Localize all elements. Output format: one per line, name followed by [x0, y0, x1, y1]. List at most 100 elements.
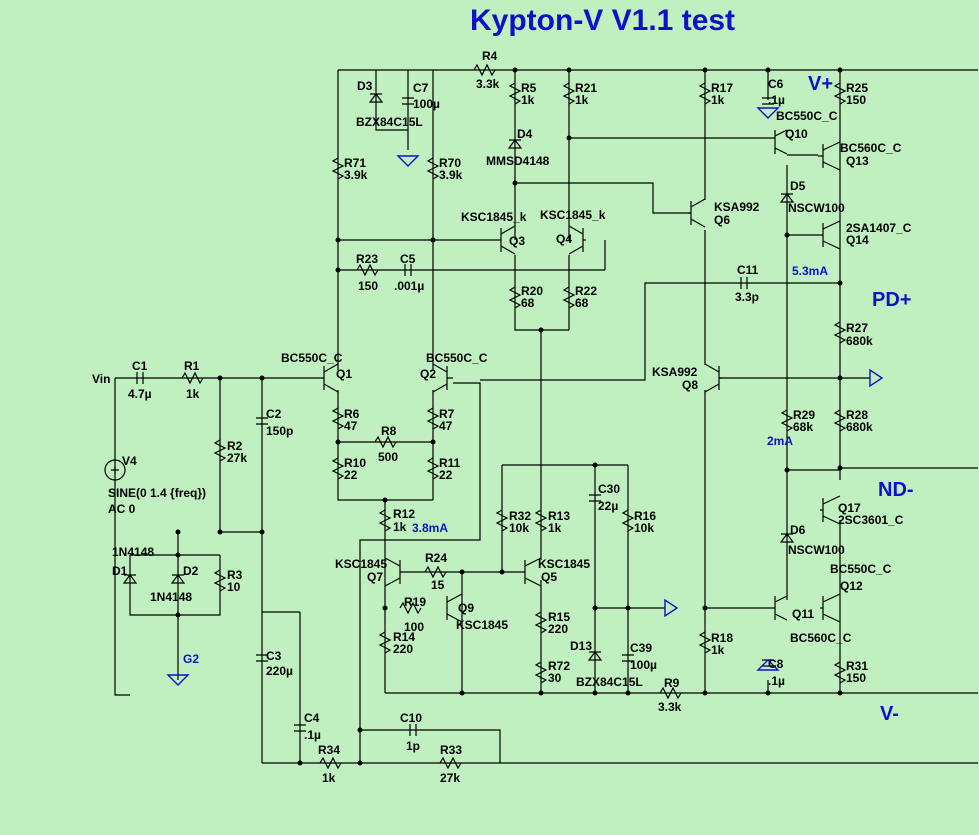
c8-name: C8: [768, 657, 784, 671]
r70-value: 3.9k: [439, 168, 463, 182]
d4-value: MMSD4148: [486, 154, 550, 168]
c6-value: .1µ: [768, 93, 785, 107]
c30-value: 22µ: [598, 499, 618, 513]
capacitor-symbols: [136, 97, 774, 736]
q8-name: Q8: [682, 378, 698, 392]
r29-name: R29: [793, 408, 815, 422]
r23-name: R23: [356, 252, 378, 266]
r25-value: 150: [846, 93, 866, 107]
r19-value: 100: [404, 620, 424, 634]
r33-name: R33: [440, 743, 462, 757]
r10-name: R10: [344, 456, 366, 470]
r23-value: 150: [358, 279, 378, 293]
r24-name: R24: [425, 551, 447, 565]
r12-value: 1k: [393, 520, 407, 534]
q6-model: KSA992: [714, 200, 760, 214]
d13-value: BZX84C15L: [576, 675, 643, 689]
transistor-symbols: [318, 129, 841, 623]
q6-name: Q6: [714, 213, 730, 227]
d5-name: D5: [790, 179, 806, 193]
q9-name: Q9: [458, 601, 474, 615]
q10-name: Q10: [785, 127, 808, 141]
d2-model: 1N4148: [150, 590, 192, 604]
r28-value: 680k: [846, 420, 873, 434]
c6-name: C6: [768, 77, 784, 91]
r34-name: R34: [318, 743, 340, 757]
r7-name: R7: [439, 407, 455, 421]
c10-name: C10: [400, 711, 422, 725]
q7-name: Q7: [367, 570, 383, 584]
wiring: [114, 69, 978, 764]
r72-value: 30: [548, 671, 562, 685]
d2-name: D2: [183, 564, 199, 578]
schematic-title: Kypton-V V1.1 test: [470, 4, 735, 37]
d6-name: D6: [790, 523, 806, 537]
r11-name: R11: [439, 456, 461, 470]
q14-model: 2SA1407_C: [846, 221, 912, 235]
c11-name: C11: [737, 263, 759, 277]
r21-name: R21: [575, 81, 597, 95]
d1-name: D1: [112, 564, 128, 578]
r14-name: R14: [393, 630, 415, 644]
d3-name: D3: [357, 79, 373, 93]
v4-ac: AC 0: [108, 502, 136, 516]
d6-value: NSCW100: [788, 543, 845, 557]
r1-value: 1k: [186, 387, 200, 401]
r11-value: 22: [439, 468, 453, 482]
q17-name: Q17: [838, 501, 861, 515]
q9-model: KSC1845: [456, 618, 508, 632]
r1-name: R1: [184, 359, 200, 373]
q2-name: Q2: [420, 367, 436, 381]
r21-value: 1k: [575, 93, 589, 107]
q4-name: Q4: [556, 232, 572, 246]
c2-value: 150p: [266, 424, 293, 438]
r16-name: R16: [634, 509, 656, 523]
d4-name: D4: [517, 127, 533, 141]
v4-sine: SINE(0 1.4 {freq}): [108, 486, 206, 500]
r16-value: 10k: [634, 521, 654, 535]
r24-value: 15: [431, 578, 445, 592]
ground-symbols: [166, 107, 884, 686]
r29-value: 68k: [793, 420, 813, 434]
c2-name: C2: [266, 407, 282, 421]
r6-value: 47: [344, 419, 358, 433]
q13-name: Q13: [846, 154, 869, 168]
q10-model: BC550C_C: [776, 109, 838, 123]
q5-model: KSC1845: [538, 557, 590, 571]
r2-value: 27k: [227, 451, 247, 465]
c5-name: C5: [400, 252, 416, 266]
r18-value: 1k: [711, 643, 725, 657]
r8-name: R8: [381, 424, 397, 438]
r5-value: 1k: [521, 93, 535, 107]
r22-value: 68: [575, 296, 589, 310]
current-annotation-r12: 3.8mA: [412, 521, 448, 535]
v4-name: V4: [122, 454, 137, 468]
q5-name: Q5: [541, 570, 557, 584]
c4-name: C4: [304, 711, 320, 725]
q8-model: KSA992: [652, 365, 698, 379]
r19-name: R19: [404, 595, 426, 609]
r6-name: R6: [344, 407, 360, 421]
r17-name: R17: [711, 81, 733, 95]
r31-name: R31: [846, 659, 868, 673]
q3-model: KSC1845_k: [461, 210, 527, 224]
diode-symbols: [122, 93, 795, 661]
q1-model: BC550C_C: [281, 351, 343, 365]
r13-name: R13: [548, 509, 570, 523]
c7-value: 100µ: [413, 97, 440, 111]
c39-name: C39: [630, 641, 652, 655]
c4-value: .1µ: [304, 728, 321, 742]
r3-name: R3: [227, 568, 243, 582]
d5-value: NSCW100: [788, 201, 845, 215]
net-label-vminus: V-: [880, 703, 899, 725]
c10-value: 1p: [406, 739, 420, 753]
r25-name: R25: [846, 81, 868, 95]
q17-model: 2SC3601_C: [838, 513, 904, 527]
q11-name: Q11: [792, 607, 814, 621]
r9-value: 3.3k: [658, 700, 682, 714]
q14-name: Q14: [846, 233, 869, 247]
c1-value: 4.7µ: [128, 387, 152, 401]
r15-value: 220: [548, 622, 568, 636]
r27-name: R27: [846, 321, 868, 335]
q12-model: BC550C_C: [830, 562, 892, 576]
